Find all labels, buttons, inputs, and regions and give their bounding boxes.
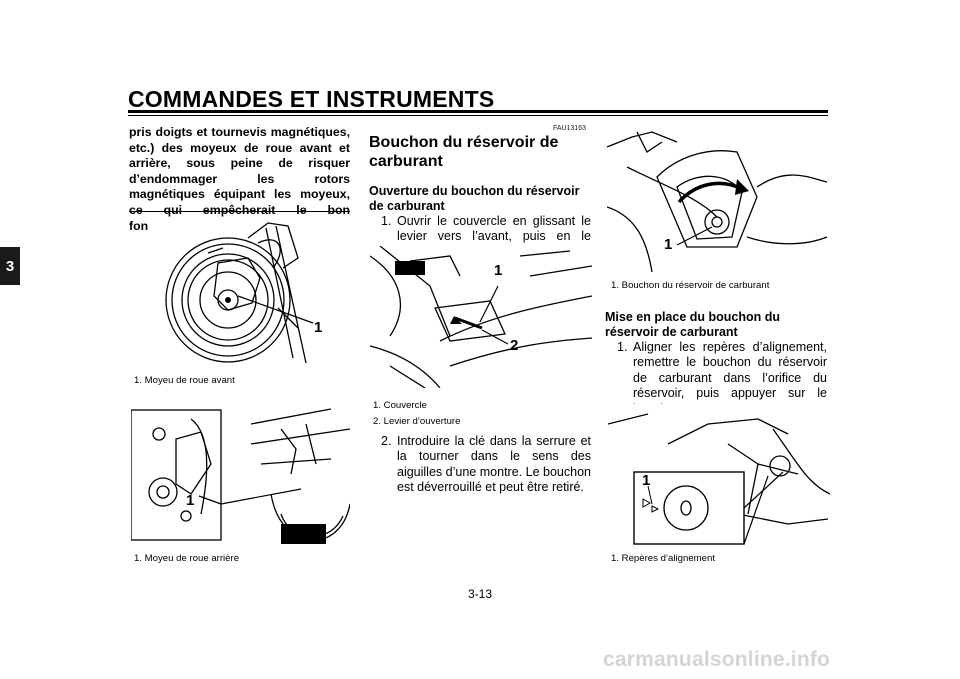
front-hub-callout-1: 1 [314,319,323,336]
step-text: Introduire la clé dans la serrure et la … [397,434,591,495]
fuel-cap-callout-1: 1 [664,236,673,253]
cover-callout-1: 1 [494,262,503,279]
step-number: 1. [617,340,628,354]
step-text: Aligner les repères d’alignement, remett… [633,340,827,416]
page-header-title: COMMANDES ET INSTRUMENTS [128,86,495,112]
cover-caption-1: 1. Couvercle [373,400,427,411]
alignment-callout-1: 1 [642,472,651,489]
front-hub-caption: 1. Moyeu de roue avant [134,375,235,386]
warning-underline [129,211,350,212]
install-step-1: 1. Aligner les repères d’alignement, rem… [617,340,827,417]
front-wheel-hub-illustration [148,218,348,368]
fuel-cap-caption: 1. Bouchon du réservoir de carburant [611,280,770,291]
section-title: Bouchon du réservoir de carburant [369,134,559,170]
header-rule-thick [128,110,828,113]
opening-heading: Ouverture du bouchon du réservoir de car… [369,184,580,213]
step-number: 2. [381,434,392,448]
install-heading: Mise en place du bouchon du réservoir de… [605,310,781,339]
section-code: FAU13163 [553,125,587,132]
lever-caption-2: 2. Levier d’ouverture [373,416,461,427]
alignment-caption: 1. Repères d’alignement [611,553,715,564]
chapter-tab: 3 [0,247,20,285]
fuel-cover-illustration [370,246,592,388]
rear-hub-caption: 1. Moyeu de roue arrière [134,553,240,564]
lever-callout-2: 2 [510,337,519,354]
watermark-text: carmanualsonline.info [603,648,831,671]
fuel-cap-illustration [607,127,827,272]
opening-step-2: 2. Introduire la clé dans la serrure et … [381,434,591,496]
header-rule-thin [128,115,828,116]
rear-hub-callout-1: 1 [186,492,195,509]
step-number: 1. [381,214,392,228]
alignment-marks-illustration [608,404,830,546]
rear-wheel-hub-illustration [131,404,350,544]
page-number: 3-13 [467,587,493,601]
